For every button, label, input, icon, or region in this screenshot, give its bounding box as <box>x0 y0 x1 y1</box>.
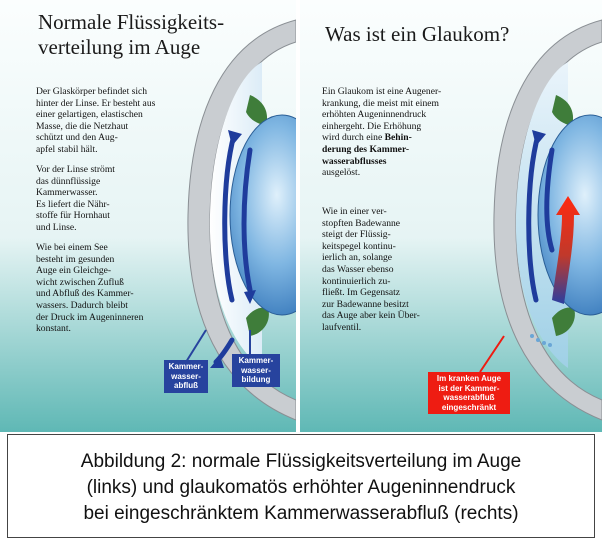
left-panel: Normale Flüssigkeits- verteilung im Auge… <box>0 0 296 432</box>
label-blocked-outflow: Im kranken Auge ist der Kammer- wasserab… <box>428 372 510 414</box>
left-title: Normale Flüssigkeits- verteilung im Auge <box>38 10 288 60</box>
right-paragraph-1-post: ausgelöst. <box>322 167 360 178</box>
left-paragraph-2: Vor der Linse strömt das dünnflüssige Ka… <box>36 164 186 234</box>
left-paragraph-1: Der Glaskörper befindet sich hinter der … <box>36 86 206 156</box>
right-panel: Was ist ein Glaukom? Ein Glaukom ist ein… <box>300 0 602 432</box>
figure-caption: Abbildung 2: normale Flüssigkeitsverteil… <box>7 434 595 538</box>
label-formation: Kammer- wasser- bildung <box>232 354 280 387</box>
right-title: Was ist ein Glaukom? <box>325 22 595 47</box>
right-paragraph-1-pre: Ein Glaukom ist eine Augener- krankung, … <box>322 86 441 143</box>
label-outflow: Kammer- wasser- abfluß <box>164 360 208 393</box>
right-paragraph-2: Wie in einer ver- stopften Badewanne ste… <box>322 206 502 334</box>
left-paragraph-3: Wie bei einem See besteht im gesunden Au… <box>36 242 196 335</box>
right-paragraph-1: Ein Glaukom ist eine Augener- krankung, … <box>322 86 512 179</box>
figure: Normale Flüssigkeits- verteilung im Auge… <box>0 0 602 432</box>
